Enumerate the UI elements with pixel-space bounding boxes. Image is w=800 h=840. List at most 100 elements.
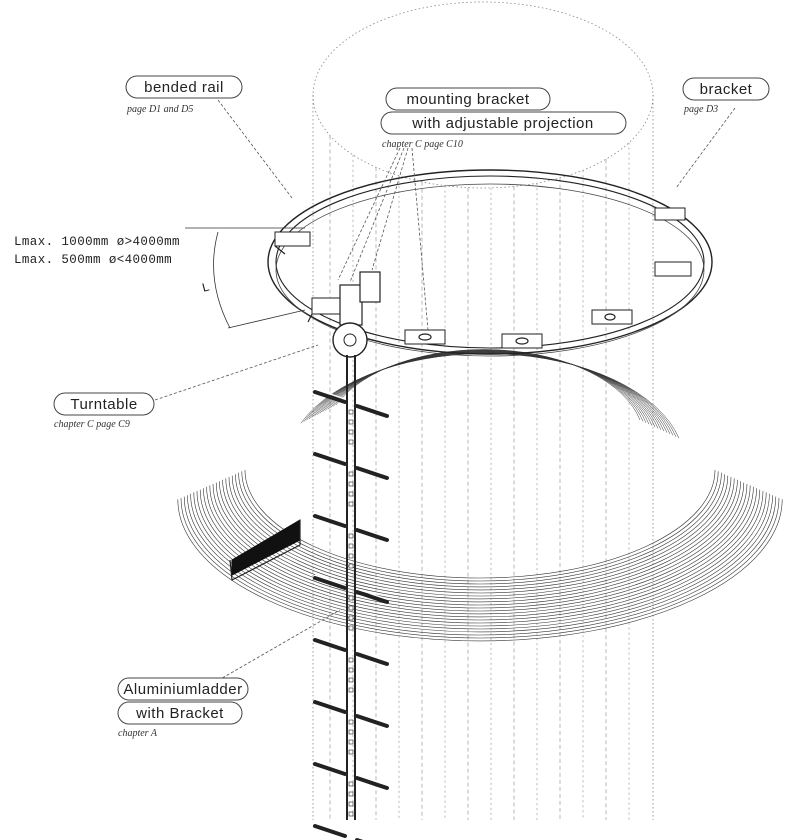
ladder-ref: chapter A <box>118 728 158 739</box>
label-dimension: Lmax. 1000mm ø>4000mm Lmax. 500mm ø<4000… <box>14 235 180 267</box>
mounting-bracket-line1: mounting bracket <box>406 91 529 108</box>
ladder-rail-hole <box>348 781 354 787</box>
ladder-rail-hole <box>348 595 354 601</box>
ladder-rung <box>313 452 347 466</box>
turntable-ring-line <box>183 496 777 636</box>
label-turntable: Turntable chapter C page C9 <box>53 392 155 430</box>
ladder-rung-highlight <box>356 464 388 476</box>
ladder-rail-hole <box>348 429 354 435</box>
turntable-ring-line <box>196 490 764 624</box>
ladder-rung <box>313 576 347 590</box>
ladder-rung <box>355 590 389 604</box>
bended-rail-title: bended rail <box>144 79 224 96</box>
ladder-rung-highlight <box>356 588 388 600</box>
turntable-ring-line <box>306 352 674 436</box>
ladder-rail-hole <box>348 491 354 497</box>
turntable-ring-line <box>193 492 767 627</box>
turntable-ring-line <box>244 469 716 579</box>
turntable-ring-line <box>316 351 662 430</box>
turntable-ring-line <box>235 474 725 588</box>
leader-lines <box>154 95 736 689</box>
turntable-ring-line <box>225 478 735 597</box>
turntable-platform <box>177 349 783 642</box>
turntable-ring-line <box>241 471 719 582</box>
mounting-bracket-line2: with adjustable projection <box>411 115 593 132</box>
ladder-rung <box>355 528 389 542</box>
mounting-bracket <box>332 271 381 358</box>
ladder-rail-hole <box>348 687 354 693</box>
label-ladder: Aluminiumladder with Bracket chapter A <box>117 677 249 739</box>
ladder-rail-hole <box>348 471 354 477</box>
turntable-ring-line <box>300 353 680 439</box>
ladder-rung-highlight <box>314 450 346 462</box>
ladder-rung <box>355 404 389 418</box>
turntable-ring-line <box>238 472 722 585</box>
ladder-rail-hole <box>348 791 354 797</box>
turntable-ring-line <box>231 475 729 591</box>
turntable-ring-line <box>308 352 671 435</box>
turntable-ring-line <box>199 489 761 621</box>
turntable-ring-line <box>209 485 751 612</box>
ladder-line2: with Bracket <box>135 705 224 722</box>
aluminium-ladder <box>313 355 389 840</box>
ladder-rung-highlight <box>314 388 346 400</box>
turntable-ring-line <box>206 486 754 615</box>
ladder-rail-hole <box>348 409 354 415</box>
ladder-rail-hole <box>348 615 354 621</box>
ladder-rung <box>313 824 347 838</box>
ladder-rail-hole <box>348 739 354 745</box>
ladder-rail-hole <box>348 563 354 569</box>
turntable-ring-line <box>190 493 770 630</box>
bracket-ref: page D3 <box>683 104 718 115</box>
ladder-rung <box>355 776 389 790</box>
ladder-rung-highlight <box>314 822 346 834</box>
turntable-ring-line <box>311 352 668 433</box>
ladder-rung-highlight <box>314 636 346 648</box>
turntable-ring-line <box>203 488 757 618</box>
ladder-rail-hole <box>348 811 354 817</box>
ladder-rung <box>313 762 347 776</box>
turntable-ring-line <box>333 349 644 422</box>
turntable-ring-line <box>180 497 780 639</box>
dimension-symbol: L <box>200 280 211 296</box>
ladder-rung <box>355 466 389 480</box>
bended-rail <box>267 169 713 357</box>
turntable-ring-line <box>177 499 783 642</box>
ring-brackets <box>274 207 692 349</box>
ladder-rung-highlight <box>314 574 346 586</box>
ladder-rail-hole <box>348 719 354 725</box>
label-mounting-bracket: mounting bracket with adjustable project… <box>380 87 627 150</box>
ladder-rail-hole <box>348 749 354 755</box>
ladder-rail-hole <box>348 729 354 735</box>
turntable-ring-line <box>314 351 665 432</box>
ladder-rung <box>313 638 347 652</box>
ladder-rung-highlight <box>356 774 388 786</box>
turntable-ring-line <box>319 351 659 429</box>
ladder-rail-hole <box>348 605 354 611</box>
label-bracket: bracket page D3 <box>682 77 770 115</box>
ladder-rail-hole <box>348 677 354 683</box>
ladder-rung <box>313 700 347 714</box>
ladder-rail-hole <box>348 657 354 663</box>
ladder-rung <box>313 514 347 528</box>
turntable-ring-line <box>212 483 748 609</box>
ladder-rail-hole <box>348 501 354 507</box>
turntable-title: Turntable <box>70 396 137 413</box>
turntable-ring-line <box>187 495 773 633</box>
ladder-rung <box>355 652 389 666</box>
ladder-rail-hole <box>348 439 354 445</box>
ladder-rung-highlight <box>356 526 388 538</box>
ladder-rail-hole <box>348 419 354 425</box>
ladder-rail-hole <box>348 533 354 539</box>
ladder-rail-hole <box>348 667 354 673</box>
turntable-ring-line <box>327 350 650 425</box>
ladder-rung-highlight <box>314 760 346 772</box>
bended-rail-ref: page D1 and D5 <box>126 104 193 115</box>
ladder-rail-hole <box>348 481 354 487</box>
label-bended-rail: bended rail page D1 and D5 <box>125 75 243 115</box>
ladder-rail-hole <box>348 801 354 807</box>
ladder-rung <box>313 390 347 404</box>
ladder-rung <box>355 714 389 728</box>
